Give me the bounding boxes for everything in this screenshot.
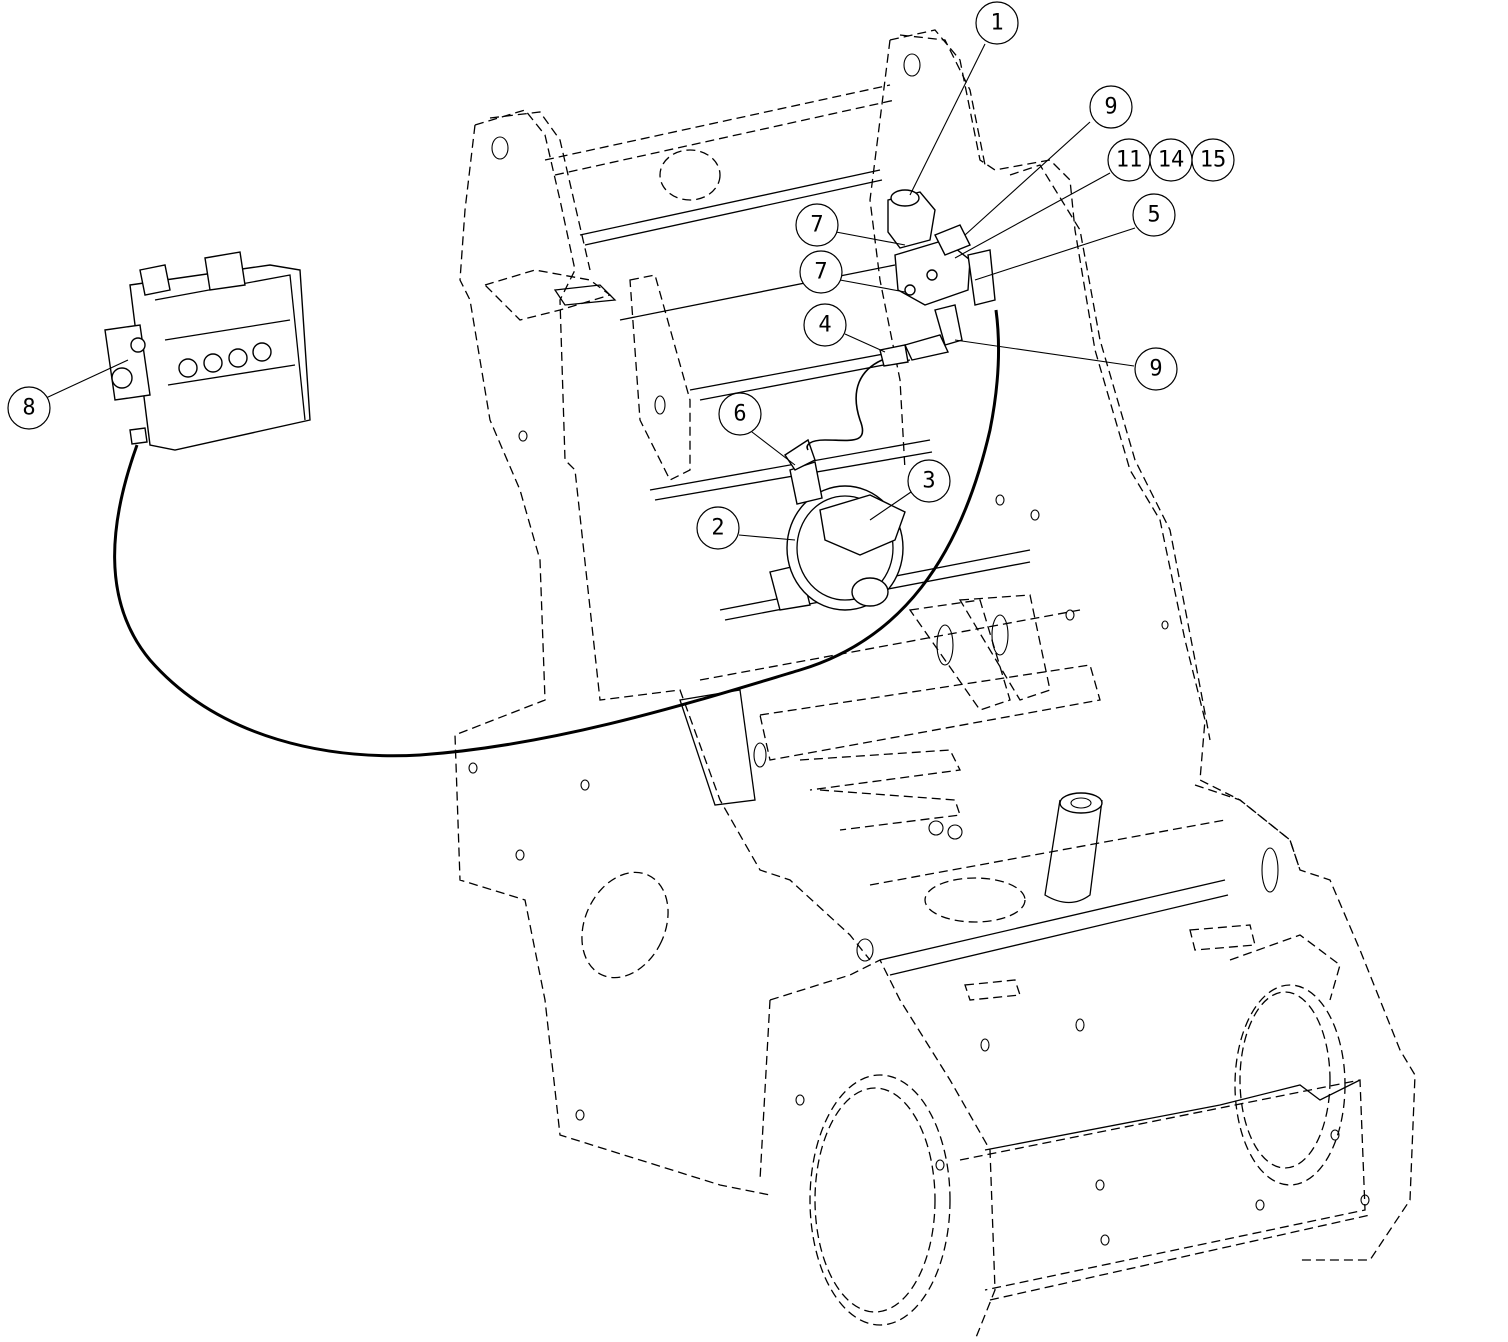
loader-frame: [454, 29, 1416, 1341]
balloon-1-label: 1: [990, 11, 1003, 36]
balloon-7-lower: 7: [799, 250, 843, 294]
balloon-7-upper-label: 7: [810, 213, 823, 238]
balloon-4-label: 4: [818, 313, 831, 338]
balloon-14: 14: [1149, 138, 1193, 182]
valve-block: [879, 189, 996, 367]
balloon-9-upper-label: 9: [1104, 95, 1117, 120]
balloon-5: 5: [1132, 193, 1176, 237]
hoses: [113, 309, 1000, 758]
balloon-15: 15: [1191, 138, 1235, 182]
balloon-3-label: 3: [922, 469, 935, 494]
leader-lines: [45, 43, 1136, 541]
balloon-9-lower: 9: [1134, 347, 1178, 391]
control-valve-bank: [104, 251, 311, 451]
balloon-6-label: 6: [733, 402, 746, 427]
balloon-5-label: 5: [1147, 203, 1160, 228]
pressure-hose: [113, 309, 1000, 758]
balloon-6: 6: [718, 392, 762, 436]
balloon-11: 11: [1107, 138, 1151, 182]
balloon-14-label: 14: [1158, 148, 1185, 173]
balloon-8: 8: [7, 386, 51, 430]
balloon-1: 1: [975, 1, 1019, 45]
balloon-7-upper: 7: [795, 203, 839, 247]
balloon-7-lower-label: 7: [814, 260, 827, 285]
pilot-hose: [806, 359, 883, 451]
balloon-8-label: 8: [22, 396, 35, 421]
balloon-9-lower-label: 9: [1149, 357, 1162, 382]
balloon-3: 3: [907, 459, 951, 503]
balloon-9-upper: 9: [1089, 85, 1133, 129]
balloon-2-label: 2: [711, 516, 724, 541]
balloon-11-label: 11: [1116, 148, 1143, 173]
balloon-15-label: 15: [1200, 148, 1227, 173]
balloon-2: 2: [696, 506, 740, 550]
balloon-4: 4: [803, 303, 847, 347]
